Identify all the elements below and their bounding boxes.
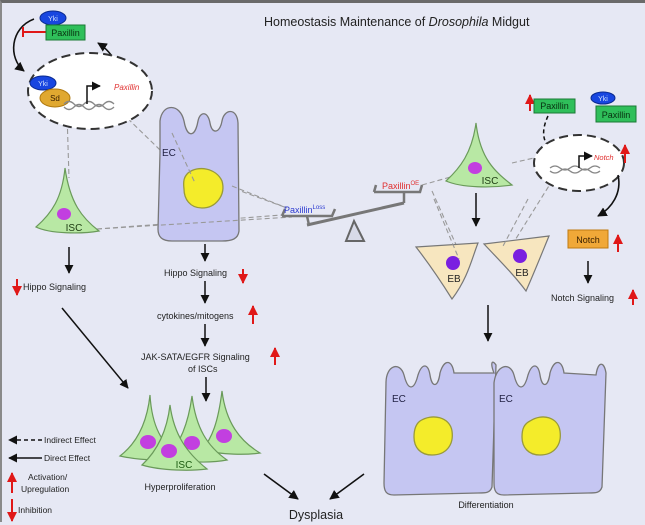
ec-nucleus [413,416,453,456]
transcription-start-icon [86,81,101,104]
paxillin-box [45,24,86,41]
loss-pan [280,208,337,226]
isc-left-label: ISC [66,223,83,234]
legend-direct-label: Direct Effect [44,453,91,463]
notch-box-label: Notch [576,235,600,245]
ec-bottom1-label: EC [392,394,406,405]
top-left-module: Yki Paxillin Yki Sd Paxillin [12,10,153,130]
balance-scale: PaxillinLoss PaxillinOE [280,181,424,242]
isc-cluster: ISC [118,390,262,471]
legend-indirect-label: Indirect Effect [44,435,96,445]
legend-activation-line1: Activation/ [28,472,68,482]
cytokines-label: cytokines/mitogens [157,311,234,321]
diagram-svg: Homeostasis Maintenance of Drosophila Mi… [6,10,638,522]
notch-gene-label: Notch [594,153,614,162]
jak-label-line2: of ISCs [188,364,218,374]
fulcrum-icon [344,218,366,242]
yki-oval [590,91,616,105]
paxillin-box [595,105,637,123]
isc-nucleus [57,208,71,220]
isc-nucleus [468,162,482,174]
notch-signaling-label: Notch Signaling [551,293,614,303]
oe-pan [372,184,424,203]
transcription-start-icon [578,151,593,168]
ec-cell-bottom-1: EC [383,361,497,496]
nucleus-dashed-oval [27,52,153,130]
differentiation-label: Differentiation [458,500,513,510]
sd-blob [39,88,71,108]
legend: Indirect Effect Direct Effect Activation… [6,435,96,522]
paxillin-label: Paxillin [602,110,631,120]
ec-top-label: EC [162,148,176,159]
dna-strand [549,165,601,171]
paxillin-oe-label: PaxillinOE [382,181,419,191]
ec-nucleus [182,167,224,209]
paxillin-label: Paxillin [51,28,80,38]
dysplasia-label: Dysplasia [289,508,343,522]
eb-nucleus [513,249,527,263]
top-right-module: Paxillin Yki Paxillin Notch Notch Notch … [525,91,638,305]
legend-activation-line2: Upregulation [21,484,69,494]
nucleus-yki-oval [29,75,57,91]
ec-hippo-label: Hippo Signaling [164,268,227,278]
ec-nucleus [521,416,561,456]
ec-cell-bottom-2: EC [493,361,607,496]
diagram-title: Homeostasis Maintenance of Drosophila Mi… [264,15,530,29]
yki-label: Yki [598,96,608,103]
paxillin-box [533,98,576,114]
jak-label-line1: JAK-SATA/EGFR Signaling [141,352,250,362]
eb-cell-1: EB [414,242,479,301]
yki-label: Yki [48,16,58,23]
ec-cell-top: EC [157,106,240,242]
eb-nucleus [446,256,460,270]
hyperproliferation-label: Hyperproliferation [144,482,215,492]
notch-output-arrow [597,174,620,217]
isc-right-label: ISC [482,176,499,187]
eb1-label: EB [447,274,461,285]
eb-cell-2: EB [482,235,550,293]
isc-cluster-label: ISC [176,460,193,471]
nucleus-yki-label: Yki [38,81,48,88]
eb2-label: EB [515,268,529,279]
legend-inhibition-label: Inhibition [18,505,52,515]
feedback-arrow [12,18,35,72]
notch-box [567,229,609,249]
dna-strand [63,100,115,108]
isc-cell-left: ISC [34,167,101,234]
isc-cell-right: ISC [444,122,514,188]
sd-label: Sd [50,94,60,103]
isc-hippo-label: Hippo Signaling [23,282,86,292]
paxillin-loss-label: PaxillinLoss [284,205,325,215]
paxillin-gene-label: Paxillin [114,83,140,92]
paxillin-up-label: Paxillin [540,101,569,111]
ec-bottom2-label: EC [499,394,513,405]
